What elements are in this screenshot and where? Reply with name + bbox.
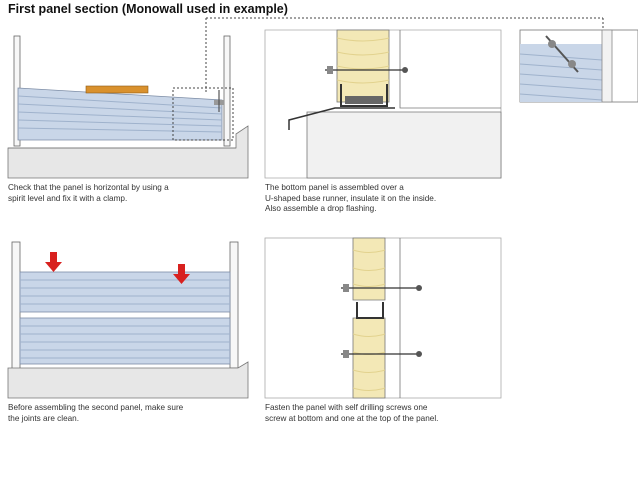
bottom-panel	[17, 87, 223, 141]
insulation-core	[352, 237, 386, 301]
arrow-down-icon	[45, 252, 62, 272]
screw-icon	[341, 284, 422, 292]
arrow-down-icon	[173, 264, 190, 284]
caption-step-1: Check that the panel is horizontal by us…	[8, 183, 169, 203]
insulation-core	[352, 317, 386, 399]
page-title: First panel section (Monowall used in ex…	[8, 2, 288, 16]
screw-icon	[341, 350, 422, 358]
figure-base-runner	[264, 29, 502, 179]
screw-icon	[325, 66, 408, 74]
figure-screw-fastening	[264, 237, 502, 399]
u-base-runner	[356, 302, 384, 319]
caption-step-4: Fasten the panel with self drilling scre…	[265, 403, 439, 423]
second-panel	[19, 271, 231, 313]
spirit-level	[85, 85, 149, 94]
caption-step-2: The bottom panel is assembled over a U-s…	[265, 183, 437, 213]
bottom-panel	[19, 317, 231, 365]
clamp-icon	[214, 90, 224, 112]
figure-second-panel	[7, 241, 249, 399]
caption-step-3: Before assembling the second panel, make…	[8, 403, 184, 423]
figure-clamp-detail	[519, 29, 638, 103]
u-base-runner	[340, 84, 388, 107]
clamp-icon	[545, 35, 579, 73]
figure-level-check	[7, 35, 249, 179]
drop-flashing	[288, 107, 395, 130]
